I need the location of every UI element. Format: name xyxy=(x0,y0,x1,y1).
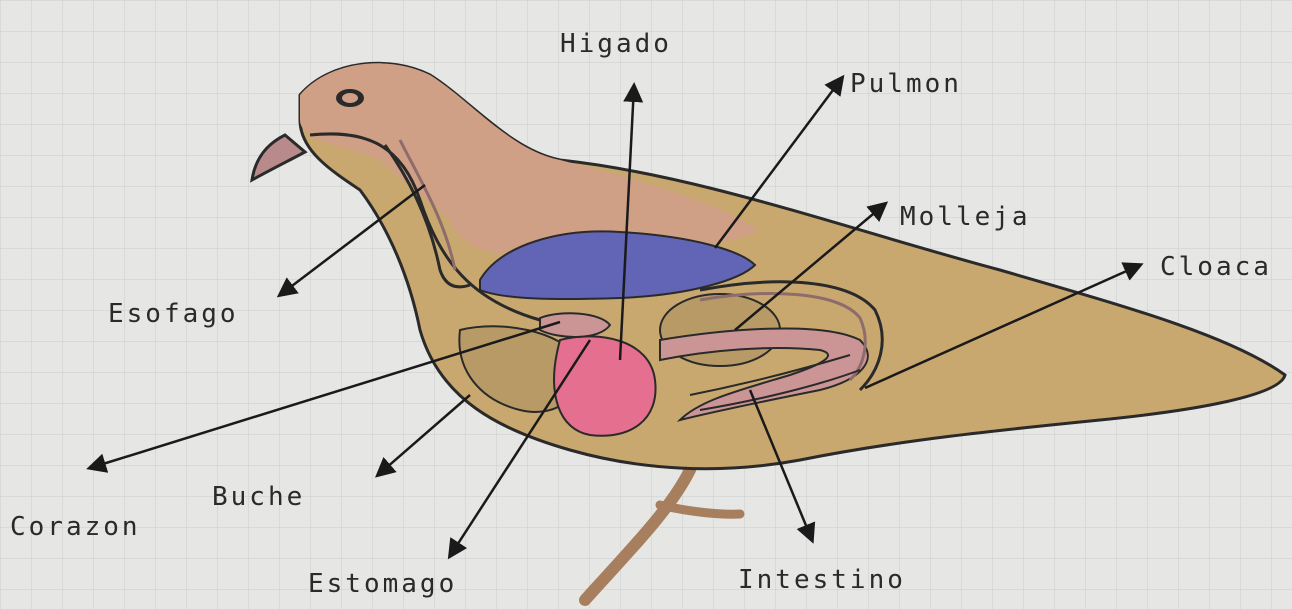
label-estomago: Estomago xyxy=(308,569,457,599)
label-cloaca: Cloaca xyxy=(1160,252,1272,282)
label-buche: Buche xyxy=(212,482,305,512)
label-higado: Higado xyxy=(560,29,672,59)
label-intestino: Intestino xyxy=(738,565,906,595)
stomach-organ xyxy=(554,336,655,435)
label-corazon: Corazon xyxy=(10,512,141,542)
label-molleja: Molleja xyxy=(900,202,1031,232)
label-pulmon: Pulmon xyxy=(850,69,962,99)
label-esofago: Esofago xyxy=(108,299,239,329)
